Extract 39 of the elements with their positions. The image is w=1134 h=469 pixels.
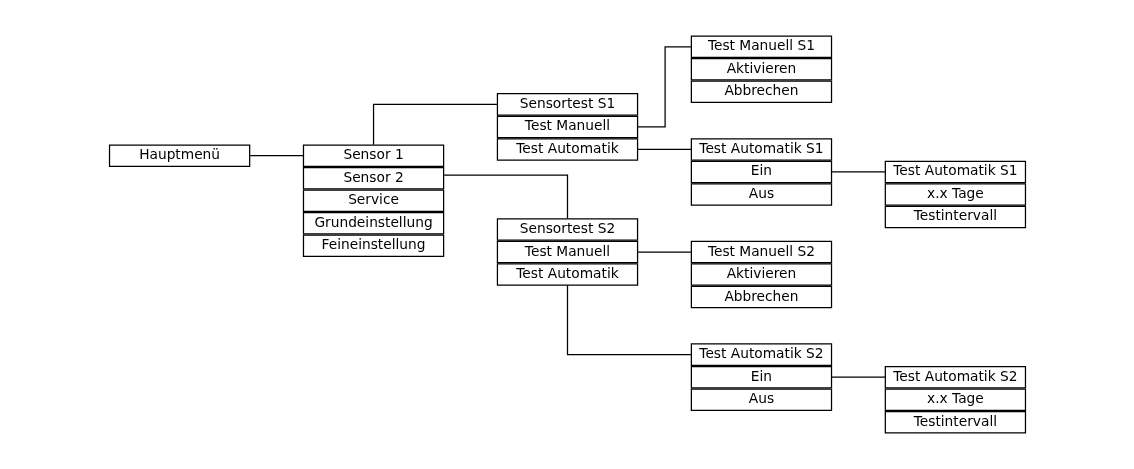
node-box: Sensortest S2 (496, 218, 638, 241)
node-box: Sensor 1 (302, 144, 444, 167)
connector (636, 148, 692, 151)
node-box: Testintervall (884, 205, 1026, 229)
node-box: Sensortest S1 (496, 93, 638, 116)
connector (372, 103, 498, 146)
node-box: Test Manuell (496, 115, 638, 139)
node-box: Test Automatik S1 (884, 160, 1026, 184)
node-box: x.x Tage (884, 183, 1026, 206)
connector (830, 376, 886, 378)
node-box: Sensor 2 (302, 166, 444, 190)
node-box: Testintervall (884, 410, 1026, 434)
connector (566, 284, 691, 356)
connector (636, 251, 692, 253)
connector (636, 46, 692, 128)
node-box: Test Manuell (496, 240, 638, 264)
node-box: Aktivieren (690, 263, 832, 286)
node-box: Service (302, 189, 444, 212)
node-box: Aus (690, 183, 832, 206)
node-box: Test Automatik S1 (690, 138, 832, 161)
node-box: Feineinstellung (302, 234, 444, 258)
node-box: Ein (690, 365, 832, 389)
node-box: x.x Tage (884, 388, 1026, 411)
connector (443, 174, 568, 220)
node-box: Test Automatik S2 (884, 365, 1026, 389)
connector (249, 155, 304, 157)
node-box: Test Automatik (496, 138, 638, 161)
node-box: Ein (690, 160, 832, 184)
node-box: Aus (690, 388, 832, 411)
node-box: Abbrechen (690, 80, 832, 104)
node-box: Abbrechen (690, 285, 832, 309)
node-box: Test Manuell S1 (690, 35, 832, 59)
node-box: Hauptmenü (108, 144, 250, 167)
node-box: Aktivieren (690, 58, 832, 81)
node-box: Test Automatik S2 (690, 343, 832, 366)
node-box: Test Manuell S2 (690, 240, 832, 264)
node-box: Grundeinstellung (302, 211, 444, 235)
connector (830, 171, 886, 173)
node-box: Test Automatik (496, 263, 638, 286)
